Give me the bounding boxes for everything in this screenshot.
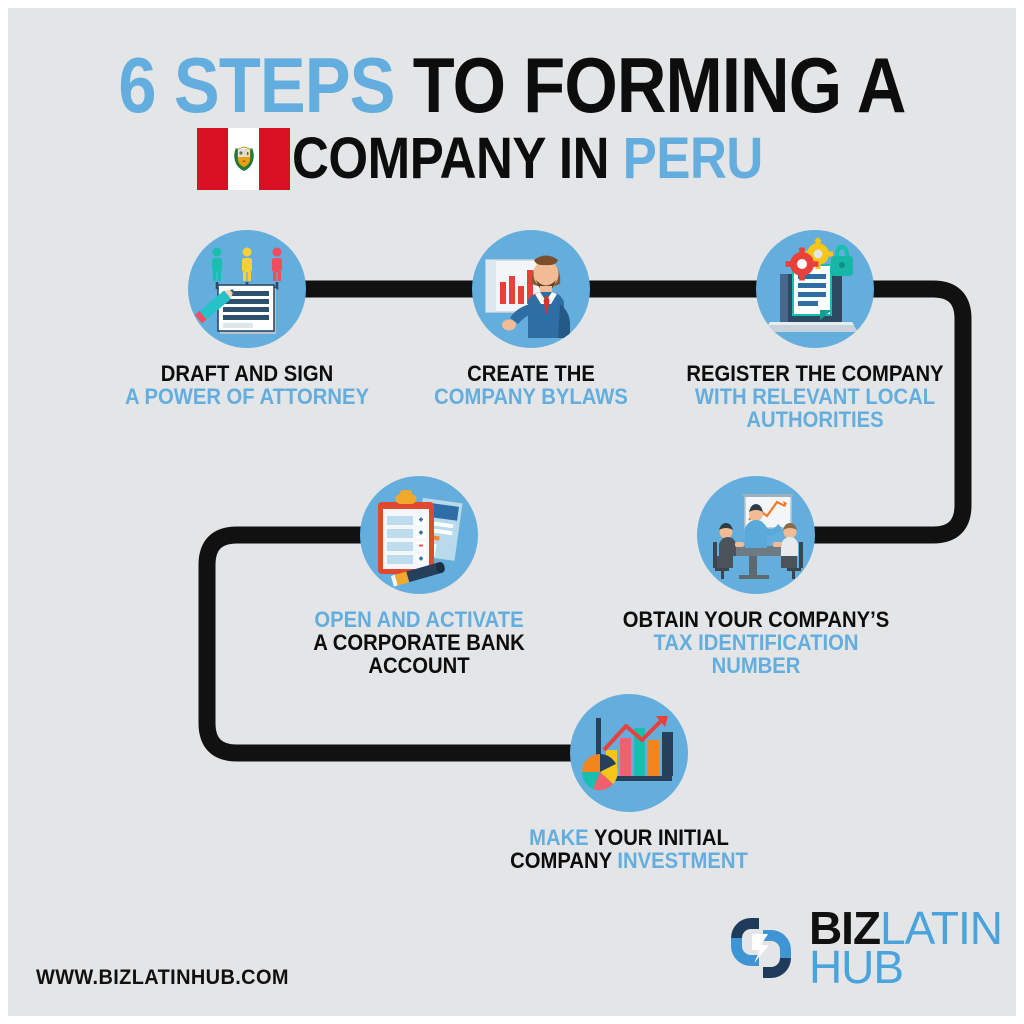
logo-wordmark: BIZLATIN HUB (808, 905, 1003, 994)
step-6-line-2-part-1: COMPANY (510, 848, 612, 873)
step-1-line-1: DRAFT AND SIGN (160, 361, 334, 386)
title-peru-text: PERU (622, 126, 763, 191)
register-company-icon (764, 237, 858, 332)
company-bylaws-icon (485, 255, 570, 338)
step-5-label: OPEN AND ACTIVATE A CORPORATE BANK ACCOU… (254, 608, 584, 677)
step-6-label: MAKE YOUR INITIAL COMPANY INVESTMENT (464, 826, 794, 872)
step-5-line-1: OPEN AND ACTIVATE (314, 607, 524, 632)
peru-coat-of-arms-icon (233, 146, 254, 171)
step-4-line-1: OBTAIN YOUR COMPANY’S (622, 607, 890, 632)
step-3-line-1: REGISTER THE COMPANY (686, 361, 944, 386)
flag-band-left (197, 128, 228, 190)
step-2-line-1: CREATE THE (467, 361, 595, 386)
logo-row-1: BIZLATIN (809, 905, 1003, 951)
bank-account-icon (378, 490, 463, 587)
title-block: 6 STEPS TO FORMING A (8, 44, 1016, 190)
power-of-attorney-icon (194, 247, 282, 334)
biz-latin-hub-logo[interactable]: BIZLATIN HUB (723, 905, 1003, 994)
step-4-line-2: TAX IDENTIFICATION (653, 630, 859, 655)
flag-band-right (258, 128, 290, 190)
logo-latin-text: LATIN (880, 901, 1003, 954)
peru-flag-icon (197, 128, 290, 190)
step-2-icon-circle (472, 230, 590, 348)
title-company-in-text: COMPANY IN (292, 126, 623, 191)
step-2-label: CREATE THE COMPANY BYLAWS (366, 362, 696, 408)
initial-investment-icon (581, 716, 673, 791)
step-5-line-2: A CORPORATE BANK (313, 630, 525, 655)
step-5[interactable]: OPEN AND ACTIVATE A CORPORATE BANK ACCOU… (313, 476, 525, 677)
step-6-line-1: MAKE YOUR INITIAL (477, 826, 781, 849)
step-3-line-3: AUTHORITIES (746, 407, 884, 432)
step-5-icon-circle (360, 476, 478, 594)
title-forming-text: TO FORMING A (394, 41, 907, 129)
step-1-icon-circle (188, 230, 306, 348)
step-3[interactable]: REGISTER THE COMPANY WITH RELEVANT LOCAL… (686, 230, 944, 431)
step-4[interactable]: OBTAIN YOUR COMPANY’S TAX IDENTIFICATION… (623, 476, 889, 677)
step-4-line-3: NUMBER (711, 653, 801, 678)
step-4-label: OBTAIN YOUR COMPANY’S TAX IDENTIFICATION… (591, 608, 921, 677)
step-3-icon-circle (756, 230, 874, 348)
step-6[interactable]: MAKE YOUR INITIAL COMPANY INVESTMENT (510, 694, 748, 872)
step-6-line-2: COMPANY INVESTMENT (477, 849, 781, 872)
logo-hub-text: HUB (808, 941, 904, 994)
step-2[interactable]: CREATE THE COMPANY BYLAWS (434, 230, 628, 408)
tax-id-meeting-icon (713, 494, 803, 579)
step-6-line-1-part-2: YOUR INITIAL (588, 825, 729, 850)
step-6-line-1-part-1: MAKE (529, 825, 589, 850)
step-6-icon-circle (570, 694, 688, 812)
logo-biz-text: BIZ (808, 901, 881, 954)
title-line-2: COMPANY IN PERU (8, 128, 1016, 190)
title-line-1: 6 STEPS TO FORMING A (68, 44, 955, 126)
step-1[interactable]: DRAFT AND SIGN A POWER OF ATTORNEY (125, 230, 369, 408)
step-4-icon-circle (697, 476, 815, 594)
step-2-line-2: COMPANY BYLAWS (434, 384, 628, 409)
step-3-label: REGISTER THE COMPANY WITH RELEVANT LOCAL… (650, 362, 980, 431)
biz-latin-hub-chain-logo-icon (730, 918, 791, 979)
step-6-line-2-part-2: INVESTMENT (611, 848, 748, 873)
infographic-canvas: 6 STEPS TO FORMING A (8, 8, 1016, 1016)
step-1-label: DRAFT AND SIGN A POWER OF ATTORNEY (82, 362, 412, 408)
step-3-line-2: WITH RELEVANT LOCAL (694, 384, 936, 409)
step-1-line-2: A POWER OF ATTORNEY (124, 384, 370, 409)
footer-website-url[interactable]: WWW.BIZLATINHUB.COM (36, 966, 289, 989)
title-steps-text: 6 STEPS (118, 41, 395, 129)
step-5-line-3: ACCOUNT (368, 653, 470, 678)
